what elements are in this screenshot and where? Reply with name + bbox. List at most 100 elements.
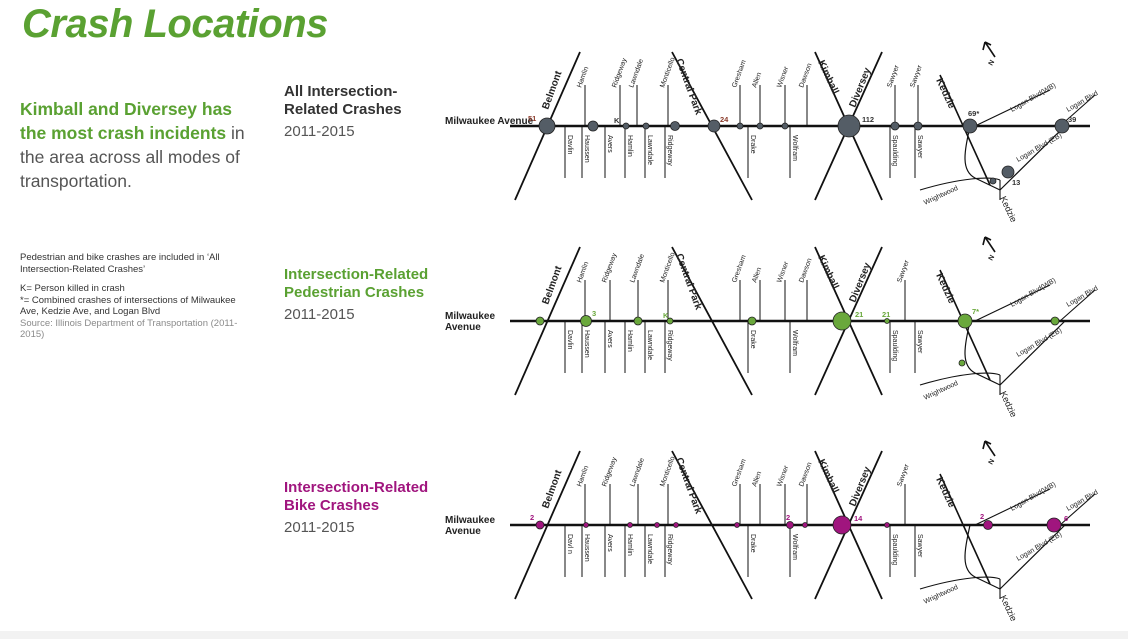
street-label-ridgeway: Ridgeway <box>666 534 673 565</box>
note-inclusion: Pedestrian and bike crashes are included… <box>20 252 220 275</box>
street-label-logan-eb: Logan Blvd (EB) <box>1016 132 1064 164</box>
north-label: N <box>988 59 997 67</box>
street-label-logan-eb: Logan Blvd (EB) <box>1016 327 1064 359</box>
street-label-kimball: Kimball <box>815 458 840 496</box>
street-label-gresham: Gresham <box>731 458 747 488</box>
street-label-lawndale: Lawndale <box>646 135 653 165</box>
street-label-haussen: Haussen <box>583 534 590 562</box>
kedzie-road <box>939 473 991 585</box>
street-label-dawson: Dawson <box>798 62 813 88</box>
crash-count-kedzie: 7* <box>972 307 979 316</box>
crash-marker-logan-eb <box>1001 165 1015 179</box>
street-label-sawyer: Sawyer <box>909 64 924 89</box>
street-label-gresham: Gresham <box>731 254 747 284</box>
crash-count-logan: 6 <box>1064 514 1068 523</box>
street-label-davlin: Davl n <box>566 534 573 554</box>
panel-title-line: Intersection-Related <box>284 266 429 283</box>
north-label: N <box>988 458 997 466</box>
note-killed: K= Person killed in crash <box>20 283 125 294</box>
crash-marker-belmont <box>535 316 545 326</box>
panel-years-ped: 2011-2015 <box>284 306 355 323</box>
crash-count-belmont: 51 <box>528 114 536 123</box>
street-label-diversey: Diversey <box>848 66 874 109</box>
street-label-hamlin: Hamlin <box>626 534 633 556</box>
street-label-logan-wb: Logan Blvd(WB) <box>1010 277 1058 309</box>
crash-count-kedzie: 2 <box>980 512 984 521</box>
crash-marker <box>633 316 643 326</box>
milwaukee-label: Milwaukee Avenue <box>445 116 534 127</box>
panel-title-ped: Intersection-Related Pedestrian Crashes <box>284 266 428 302</box>
street-label-diversey: Diversey <box>848 465 874 508</box>
street-label-kedzie: Kedzie <box>933 272 957 306</box>
street-label-wolfram: Wolfram <box>791 135 798 161</box>
footer-bar <box>0 631 1128 639</box>
crash-count-kimball-diversey: 21 <box>855 310 863 319</box>
street-label-dawson: Dawson <box>798 461 813 487</box>
street-label-davlin: Davlin <box>566 135 573 155</box>
north-arrow-icon <box>982 440 996 457</box>
street-label-kimball: Kimball <box>815 254 840 292</box>
crash-marker <box>670 121 680 131</box>
street-label-lawndale: Lawndale <box>629 253 646 284</box>
wrightwood-road <box>919 576 1001 590</box>
street-label-avers: Avers <box>606 534 613 552</box>
street-label-spaulding: Spaulding <box>891 330 898 361</box>
street-label-belmont: Belmont <box>540 468 564 510</box>
crash-count-hamlin: 3 <box>592 309 596 318</box>
street-label-kedzie-south: Kedzie <box>998 594 1019 623</box>
crash-marker-kedzie <box>957 313 973 329</box>
street-label-lawndale: Lawndale <box>629 457 646 488</box>
street-label-davlin: Davlin <box>566 330 573 350</box>
street-label-sawyer: Sawyer <box>916 330 923 354</box>
crash-marker <box>958 359 966 367</box>
street-label-logan-wb: Logan Blvd(WB) <box>1010 481 1058 513</box>
crash-marker-belmont <box>535 520 545 530</box>
crash-count-kedzie: 69* <box>968 109 979 118</box>
street-label-sawyer: Sawyer <box>896 463 911 488</box>
street-label-belmont: Belmont <box>540 69 564 111</box>
street-label-wisner: Wisner <box>776 65 790 88</box>
crash-count-logan-eb: 13 <box>1012 178 1020 187</box>
crash-marker-kimball-diversey <box>837 114 861 138</box>
logan-eb-road <box>999 125 1066 191</box>
logan-connector <box>964 320 1001 386</box>
note-source: Source: Illinois Department of Transport… <box>20 317 238 341</box>
street-label-belmont: Belmont <box>540 264 564 306</box>
logan-blvd-road <box>1059 493 1096 526</box>
crash-marker <box>734 522 740 528</box>
panel-title-line: Intersection-Related <box>284 479 429 496</box>
street-label-hamlin: Hamlin <box>576 261 590 284</box>
crash-count-wisner: 2 <box>786 513 790 522</box>
crash-count-logan: 39 <box>1068 115 1076 124</box>
central-park-road <box>671 246 753 396</box>
street-label-allen: Allen <box>751 471 763 488</box>
north-label: N <box>988 254 997 262</box>
crash-marker <box>756 122 764 130</box>
street-label-kimball: Kimball <box>815 59 840 97</box>
killed-marker: K <box>663 311 669 320</box>
crash-marker <box>884 522 890 528</box>
headline: Kimball and Diversey has the most crash … <box>20 97 245 193</box>
street-label-haussen: Haussen <box>583 330 590 358</box>
panel-title-line: Bike Crashes <box>284 497 380 514</box>
crash-marker-wisner <box>786 521 794 529</box>
logan-wb-road <box>974 284 1051 322</box>
street-label-ridgeway: Ridgeway <box>666 135 673 166</box>
milwaukee-label: Milwaukee Avenue <box>445 311 496 333</box>
logan-wb-road <box>974 488 1051 526</box>
street-label-gresham: Gresham <box>731 59 747 89</box>
crash-marker <box>587 120 599 132</box>
crash-marker <box>747 316 757 326</box>
panel-title-line: Pedestrian Crashes <box>284 284 425 301</box>
crash-marker-logan <box>1046 517 1062 533</box>
street-label-ridgeway: Ridgeway <box>601 252 618 284</box>
crash-marker-logan <box>1054 118 1070 134</box>
street-label-spaulding: Spaulding <box>891 135 898 166</box>
crash-marker <box>654 522 660 528</box>
crash-marker <box>890 121 900 131</box>
street-label-drake: Drake <box>749 330 756 349</box>
street-label-kedzie: Kedzie <box>933 476 957 510</box>
north-arrow-icon <box>982 236 996 253</box>
